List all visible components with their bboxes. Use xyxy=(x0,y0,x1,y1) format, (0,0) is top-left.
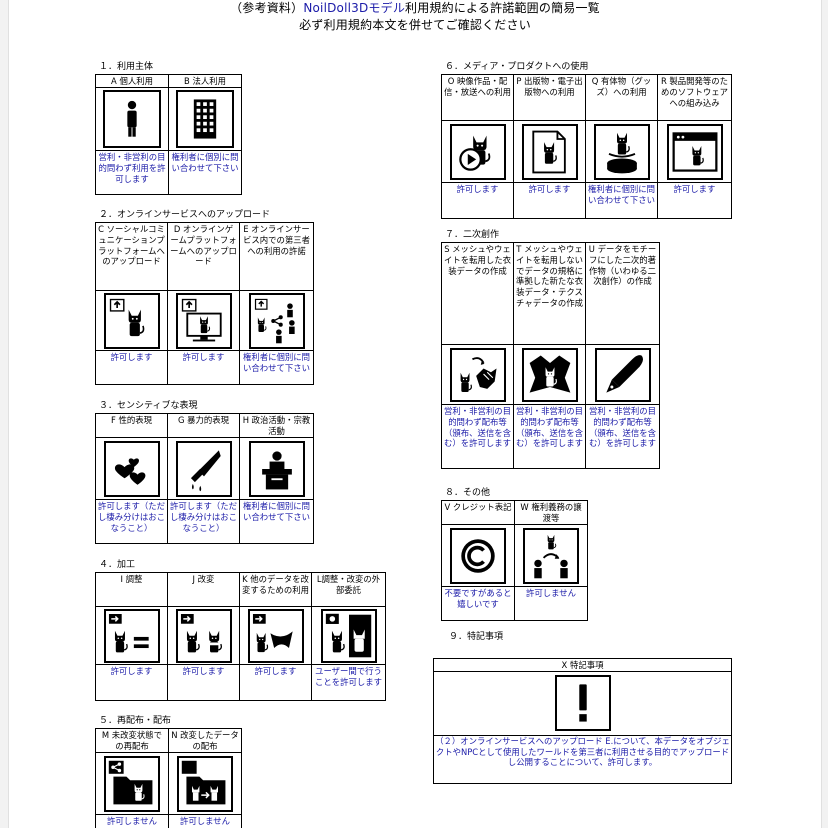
cell-header-g: G 暴力的表現 xyxy=(167,413,240,438)
upload-social-icon xyxy=(103,292,160,349)
cell-header-w: W 権利義務の譲渡等 xyxy=(514,500,588,525)
distribute-modified-icon xyxy=(177,755,233,812)
new-costume-icon xyxy=(521,347,578,402)
table-derivative: S メッシュやウェイトを転用した衣装データの作成 T メッシュやウェイトを転用し… xyxy=(441,242,660,469)
permission-b: 権利者に個別に問い合わせて下さい xyxy=(168,150,242,195)
permission-o: 許可します xyxy=(441,182,514,219)
publication-icon xyxy=(521,123,578,180)
permission-h: 権利者に個別に問い合わせて下さい xyxy=(239,499,314,544)
section-title-sensitive: ３．センシティブな表現 xyxy=(99,401,198,411)
document-page: （参考資料）NoilDoll3Dモデル利用規約による許諾範囲の簡易一覧 必ず利用… xyxy=(8,0,822,828)
table-other: V クレジット表記 W 権利義務の譲渡等 不要ですがあると嬉しいです 許可しませ… xyxy=(441,500,588,621)
permission-a: 営利・非営利の目的問わず利用を許可します xyxy=(95,150,169,195)
exclamation-icon xyxy=(554,675,611,732)
cell-header-b: B 法人利用 xyxy=(168,74,242,88)
cell-header-l: L調整・改変の外部委託 xyxy=(311,572,386,607)
permission-e: 権利者に個別に問い合わせて下さい xyxy=(239,350,314,385)
transfer-rights-icon xyxy=(523,527,579,584)
adjust-icon xyxy=(103,608,160,663)
goods-figure-icon xyxy=(593,123,650,180)
cell-header-x: X 特記事項 xyxy=(433,658,732,672)
copyright-icon xyxy=(450,527,506,584)
cell-header-q: Q 有体物（グッズ）への利用 xyxy=(585,74,658,121)
section-title-usage-subject: １．利用主体 xyxy=(99,62,154,72)
permission-p: 許可します xyxy=(513,182,586,219)
cell-header-h: H 政治活動・宗教活動 xyxy=(239,413,314,438)
cell-header-r: R 製品開発等のためのソフトウェアへの組み込み xyxy=(657,74,732,121)
permission-l: ユーザー間で行うことを許可します xyxy=(311,664,386,701)
podium-icon xyxy=(248,440,305,497)
permission-r: 許可します xyxy=(657,182,732,219)
outsource-icon xyxy=(320,608,377,663)
use-for-other-data-icon xyxy=(247,608,304,663)
permission-g: 許可します（ただし棲み分けはおこなうこと） xyxy=(167,499,240,544)
table-redistribution: M 未改変状態での再配布 N 改変したデータの配布 許可しません 許可しません xyxy=(95,728,242,828)
section-title-redistribution: ５．再配布・配布 xyxy=(99,716,172,726)
permission-k: 許可します xyxy=(239,664,312,701)
share-third-party-icon xyxy=(248,292,305,349)
cell-header-s: S メッシュやウェイトを転用した衣装データの作成 xyxy=(441,242,514,345)
permission-v: 不要ですがあると嬉しいです xyxy=(441,586,515,621)
document-title: （参考資料）NoilDoll3Dモデル利用規約による許諾範囲の簡易一覧 xyxy=(230,1,600,15)
table-processing: I 調整 J 改変 K 他のデータを改変するための利用 L調整・改変の外部委託 … xyxy=(95,572,386,701)
permission-s: 営利・非営利の目的問わず配布等（頒布、送信を含む）を許可します xyxy=(441,404,514,469)
section-title-online-upload: ２．オンラインサービスへのアップロード xyxy=(99,210,271,220)
permission-u: 営利・非営利の目的問わず配布等（頒布、送信を含む）を許可します xyxy=(585,404,660,469)
model-name: NoilDoll3Dモデル xyxy=(303,1,406,15)
software-window-icon xyxy=(666,123,723,180)
permission-w: 許可しません xyxy=(514,586,588,621)
permission-m: 許可しません xyxy=(95,814,169,828)
cell-header-j: J 改変 xyxy=(167,572,240,607)
special-note-text: （２）オンラインサービスへのアップロード E.について、本データをオブジェクトや… xyxy=(433,734,732,784)
modify-icon xyxy=(175,608,232,663)
permission-n: 許可しません xyxy=(168,814,242,828)
cell-header-v: V クレジット表記 xyxy=(441,500,515,525)
section-title-other: ８．その他 xyxy=(445,488,491,498)
permission-d: 許可します xyxy=(167,350,240,385)
cell-header-p: P 出版物・電子出版物への利用 xyxy=(513,74,586,121)
table-online-upload: C ソーシャルコミュニケーションプラットフォームへのアップロード D オンライン… xyxy=(95,222,314,385)
cell-header-f: F 性的表現 xyxy=(95,413,168,438)
cell-header-c: C ソーシャルコミュニケーションプラットフォームへのアップロード xyxy=(95,222,168,291)
cell-header-n: N 改変したデータの配布 xyxy=(168,728,242,753)
knife-icon xyxy=(175,440,232,497)
redistribute-unmodified-icon xyxy=(104,755,160,812)
costume-from-mesh-icon xyxy=(449,347,506,402)
video-icon xyxy=(449,123,506,180)
permission-q: 権利者に個別に問い合わせて下さい xyxy=(585,182,658,219)
permission-t: 営利・非営利の目的問わず配布等（頒布、送信を含む）を許可します xyxy=(513,404,586,469)
section-title-processing: ４．加工 xyxy=(99,560,136,570)
section-title-derivative: ７．二次創作 xyxy=(445,230,500,240)
pen-nib-icon xyxy=(594,347,651,402)
cell-header-k: K 他のデータを改変するための利用 xyxy=(239,572,312,607)
cell-header-t: T メッシュやウェイトを転用しないでデータの規格に準拠した新たな衣装データ・テク… xyxy=(513,242,586,345)
section-title-media-product: ６．メディア・プロダクトへの使用 xyxy=(445,62,589,72)
permission-i: 許可します xyxy=(95,664,168,701)
cell-header-o: O 映像作品・配信・放送への利用 xyxy=(441,74,514,121)
cell-header-d: D オンラインゲームプラットフォームへのアップロード xyxy=(167,222,240,291)
section-title-special-notes: ９．特記事項 xyxy=(449,632,504,642)
cell-header-e: E オンラインサービス内での第三者への利用の許諾 xyxy=(239,222,314,291)
cell-header-u: U データをモチーフにした二次的著作物（いわゆる二次創作）の作成 xyxy=(585,242,660,345)
permission-c: 許可します xyxy=(95,350,168,385)
document-subtitle: 必ず利用規約本文を併せてご確認ください xyxy=(299,18,531,32)
building-icon xyxy=(176,90,234,148)
permission-j: 許可します xyxy=(167,664,240,701)
table-usage-subject: A 個人利用 B 法人利用 営利・非営利の目的問わず利用を許可します 権利者に個… xyxy=(95,74,242,195)
person-icon xyxy=(103,90,161,148)
upload-game-icon xyxy=(175,292,232,349)
hearts-icon xyxy=(103,440,160,497)
cell-header-a: A 個人利用 xyxy=(95,74,169,88)
cell-header-i: I 調整 xyxy=(95,572,168,607)
table-media-product: O 映像作品・配信・放送への利用 P 出版物・電子出版物への利用 Q 有体物（グ… xyxy=(441,74,732,219)
table-special-notes: X 特記事項 （２）オンラインサービスへのアップロード E.について、本データを… xyxy=(433,658,732,784)
cell-header-m: M 未改変状態での再配布 xyxy=(95,728,169,753)
table-sensitive: F 性的表現 G 暴力的表現 H 政治活動・宗教活動 許可します（ただし棲み分け… xyxy=(95,413,314,544)
permission-f: 許可します（ただし棲み分けはおこなうこと） xyxy=(95,499,168,544)
